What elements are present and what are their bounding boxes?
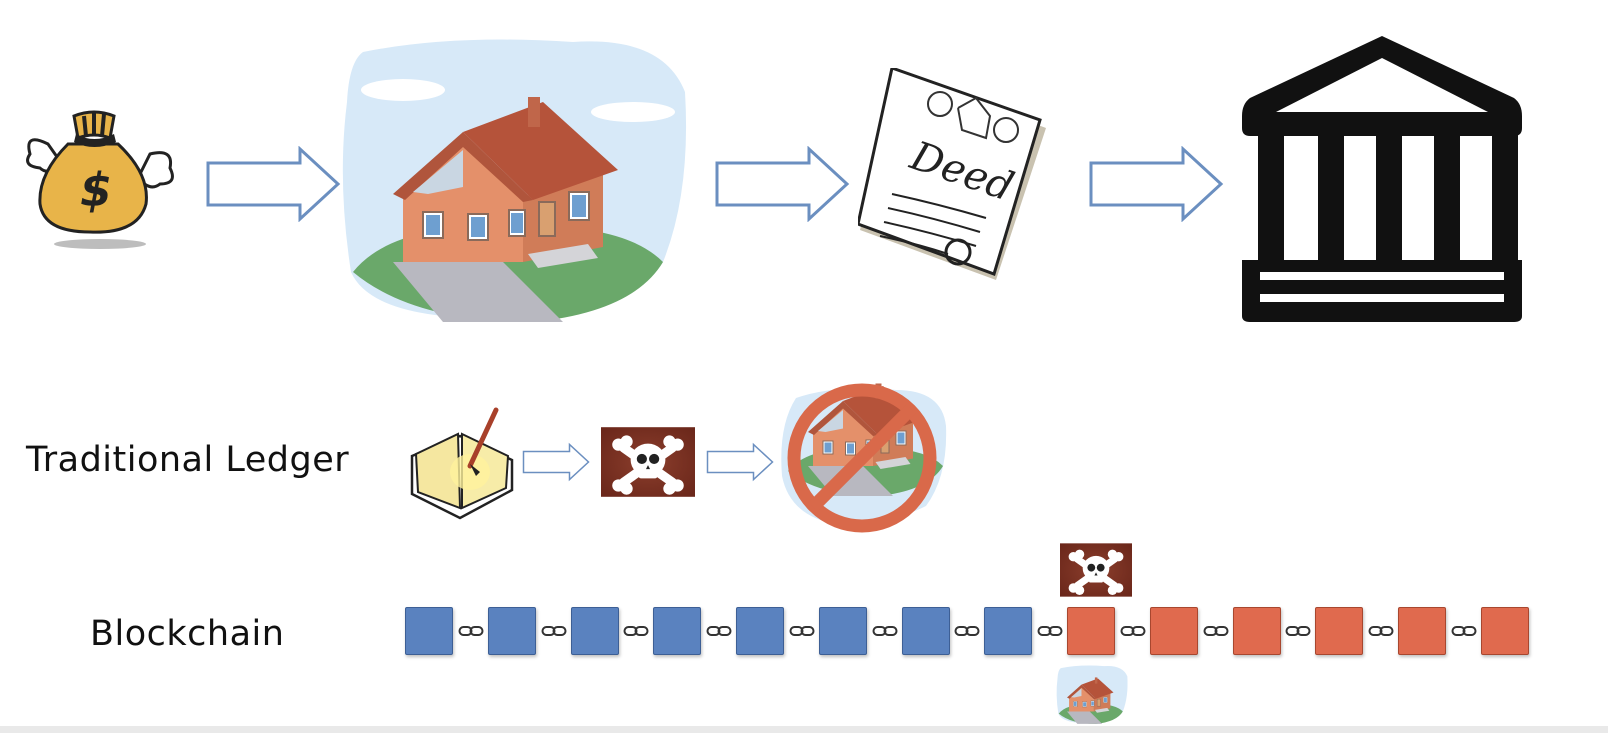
blockchain-label: Blockchain <box>90 614 285 654</box>
chain-link-icon <box>1285 626 1311 636</box>
valid-block <box>819 607 867 655</box>
money-bag-icon: $ <box>18 104 180 254</box>
traditional-ledger-label: Traditional Ledger <box>26 440 350 480</box>
chain-link-icon <box>954 626 980 636</box>
chain-link-icon <box>872 626 897 636</box>
tampered-block <box>1233 607 1281 655</box>
valid-block <box>984 607 1032 655</box>
valid-block <box>571 607 619 655</box>
chain-link-icon <box>1451 626 1476 636</box>
tampered-block <box>1398 607 1446 655</box>
valid-block <box>902 607 950 655</box>
dollar-sign: $ <box>80 163 112 217</box>
tampered-block <box>1481 607 1529 655</box>
valid-block <box>405 607 453 655</box>
deed-icon: Deed <box>856 66 1050 284</box>
bank-icon <box>1238 32 1526 322</box>
house-icon <box>333 32 695 332</box>
chain-link-icon <box>1037 626 1062 636</box>
chain-link-icon <box>623 626 649 636</box>
tampered-block <box>1067 607 1115 655</box>
chain-link-icon <box>541 626 566 636</box>
small-house-icon <box>1054 664 1130 726</box>
tampered-block <box>1150 607 1198 655</box>
tampered-block <box>1315 607 1363 655</box>
chain-link-icon <box>1368 626 1393 636</box>
chain-link-icon <box>706 626 731 636</box>
valid-block <box>653 607 701 655</box>
chain-link-icon <box>458 626 483 636</box>
valid-block <box>736 607 784 655</box>
footer-bar <box>0 726 1608 733</box>
ledger-book-icon <box>404 404 520 522</box>
chain-link-icon <box>1120 626 1145 636</box>
chain-link-icon <box>789 626 814 636</box>
chain-link-icon <box>1203 626 1228 636</box>
prohibited-house-icon <box>776 376 948 534</box>
valid-block <box>488 607 536 655</box>
